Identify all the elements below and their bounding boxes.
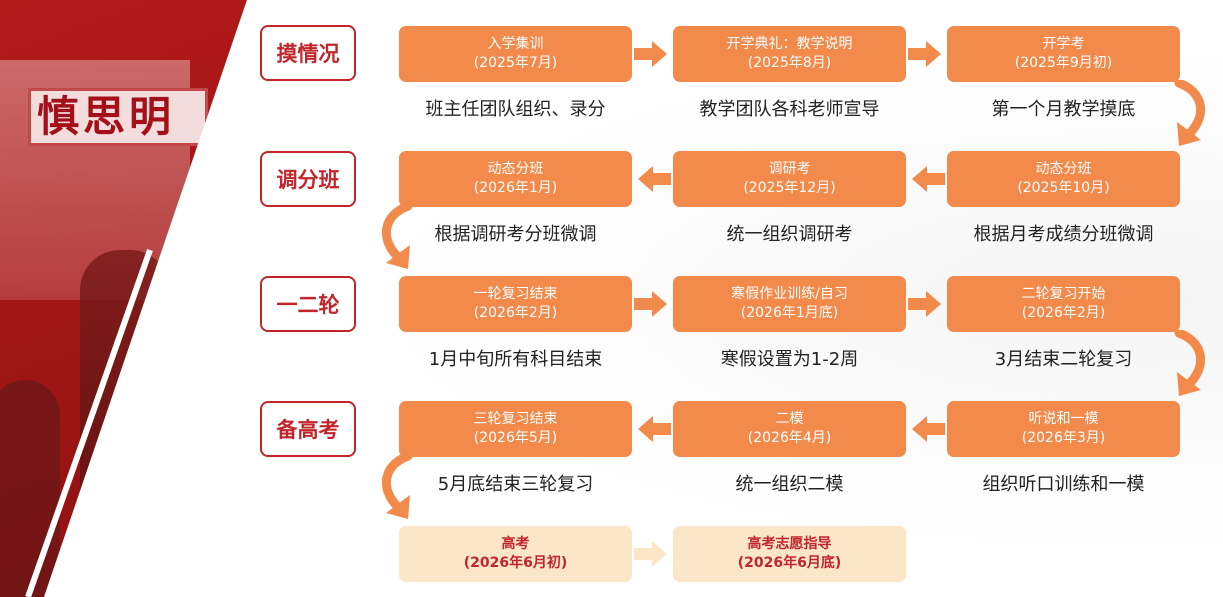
step-date: (2025年8月) — [747, 55, 832, 71]
arrow-right-icon — [634, 291, 667, 317]
arrow-right-icon — [634, 41, 667, 67]
stage-label-exam-prep: 备高考 — [260, 401, 356, 457]
step-title: 动态分班 — [1035, 161, 1092, 177]
step-box: 开学典礼：教学说明 (2025年8月) — [673, 26, 906, 82]
step-title: 开学考 — [1042, 36, 1085, 52]
final-step-box: 高考志愿指导 (2026年6月底) — [673, 526, 906, 582]
step-description: 根据月考成绩分班微调 — [973, 224, 1154, 245]
step-title: 高考志愿指导 — [747, 536, 832, 552]
step-box: 入学集训 (2025年7月) — [399, 26, 632, 82]
step-title: 二模 — [775, 411, 804, 427]
arrow-right-icon — [634, 541, 667, 567]
step-box: 一轮复习结束 (2026年2月) — [399, 276, 632, 332]
step-description: 5月底结束三轮复习 — [437, 474, 594, 495]
step-date: (2026年3月) — [1021, 430, 1106, 446]
stage-label-explore: 摸情况 — [260, 25, 356, 81]
step-box: 寒假作业训练/自习 (2026年1月底) — [673, 276, 906, 332]
step-title: 三轮复习结束 — [473, 411, 558, 427]
step-title: 一轮复习结束 — [473, 286, 558, 302]
student-figure — [0, 380, 60, 597]
arrow-left-icon — [638, 166, 671, 192]
arrow-left-icon — [912, 416, 945, 442]
step-title: 听说和一模 — [1028, 411, 1099, 427]
step-date: (2026年4月) — [747, 430, 832, 446]
step-box: 二模 (2026年4月) — [673, 401, 906, 457]
step-description: 教学团队各科老师宣导 — [699, 99, 880, 120]
step-description: 3月结束二轮复习 — [994, 349, 1133, 370]
step-box: 三轮复习结束 (2026年5月) — [399, 401, 632, 457]
step-title: 入学集训 — [487, 36, 544, 52]
step-description: 第一个月教学摸底 — [991, 99, 1136, 120]
curved-arrow-down-icon — [1174, 80, 1205, 146]
step-date: (2025年7月) — [473, 55, 558, 71]
step-description: 寒假设置为1-2周 — [720, 349, 859, 370]
arrow-left-icon — [638, 416, 671, 442]
arrow-right-icon — [908, 291, 941, 317]
step-date: (2025年12月) — [743, 180, 836, 196]
curved-arrow-down-icon — [382, 203, 413, 269]
step-date: (2026年2月) — [473, 305, 558, 321]
step-title: 动态分班 — [487, 161, 544, 177]
step-title: 调研考 — [768, 161, 811, 177]
arrow-right-icon — [908, 41, 941, 67]
final-step-box: 高考 (2026年6月初) — [399, 526, 632, 582]
step-box: 调研考 (2025年12月) — [673, 151, 906, 207]
step-description: 班主任团队组织、录分 — [425, 99, 606, 120]
step-description: 统一组织二模 — [735, 474, 844, 495]
step-box: 二轮复习开始 (2026年2月) — [947, 276, 1180, 332]
teacher-figure — [80, 250, 170, 550]
stage-label-adjust-class: 调分班 — [260, 151, 356, 207]
step-title: 二轮复习开始 — [1021, 286, 1106, 302]
step-date: (2026年1月底) — [740, 305, 839, 321]
stage-label-review-rounds: 一二轮 — [260, 276, 356, 332]
step-title: 寒假作业训练/自习 — [731, 286, 848, 302]
step-description: 统一组织调研考 — [726, 224, 853, 245]
classroom-banner: 慎思明 — [28, 88, 208, 146]
step-box: 听说和一模 (2026年3月) — [947, 401, 1180, 457]
step-date: (2026年1月) — [473, 180, 558, 196]
curved-arrow-down-icon — [1174, 330, 1205, 396]
step-box: 动态分班 (2025年10月) — [947, 151, 1180, 207]
step-date: (2025年9月初) — [1014, 55, 1113, 71]
arrow-left-icon — [912, 166, 945, 192]
step-box: 开学考 (2025年9月初) — [947, 26, 1180, 82]
step-description: 根据调研考分班微调 — [434, 224, 597, 245]
step-date: (2026年6月底) — [737, 555, 842, 571]
step-title: 开学典礼：教学说明 — [726, 36, 853, 52]
step-date: (2025年10月) — [1017, 180, 1110, 196]
step-description: 1月中旬所有科目结束 — [428, 349, 603, 370]
step-date: (2026年6月初) — [463, 555, 568, 571]
step-box: 动态分班 (2026年1月) — [399, 151, 632, 207]
step-date: (2026年5月) — [473, 430, 558, 446]
step-title: 高考 — [501, 536, 530, 552]
step-date: (2026年2月) — [1021, 305, 1106, 321]
curved-arrow-down-icon — [382, 453, 413, 519]
step-description: 组织听口训练和一模 — [982, 474, 1145, 495]
